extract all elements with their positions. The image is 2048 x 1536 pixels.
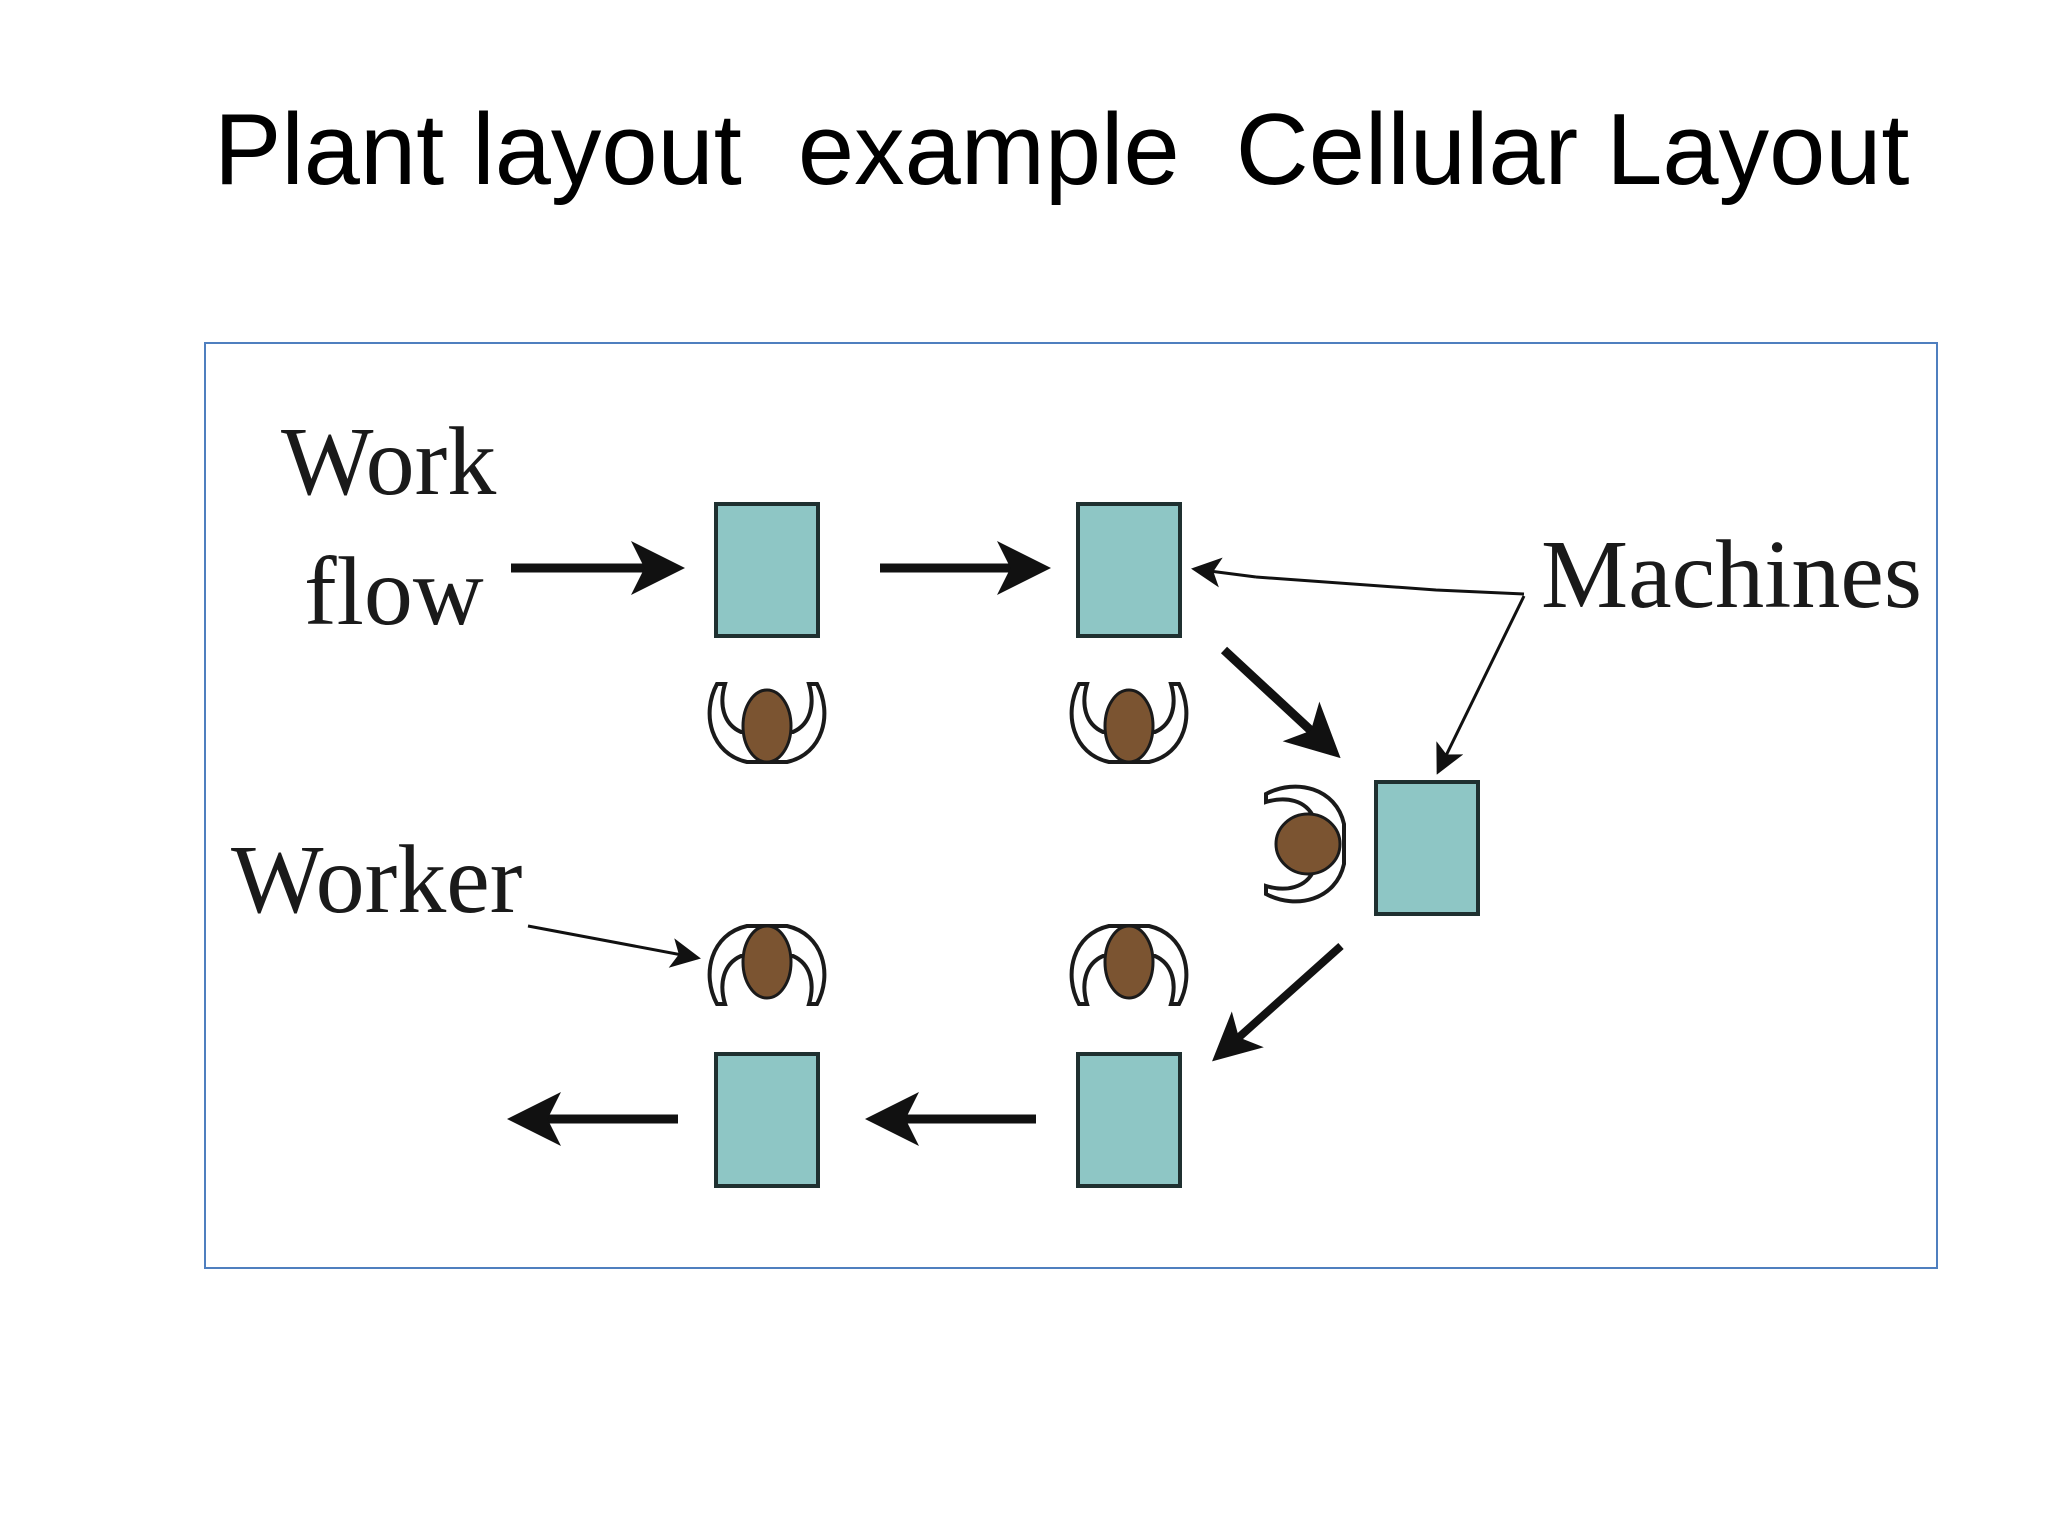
work-flow-label-line2: flow — [304, 538, 484, 646]
flow-arrow-2-to-3 — [1220, 646, 1341, 759]
diagram-frame: Work flow Machines Worker — [204, 342, 1938, 1269]
machines-pointer-arrow-1 — [1191, 557, 1257, 588]
machine-4 — [1076, 1052, 1182, 1188]
machines-pointer-line-1 — [1255, 575, 1525, 596]
worker-3 — [1264, 784, 1346, 904]
slide-title: Plant layout example Cellular Layout — [214, 94, 1910, 206]
machine-3 — [1374, 780, 1480, 916]
worker-4 — [1069, 924, 1189, 1006]
machine-1 — [714, 502, 820, 638]
worker-label: Worker — [231, 826, 522, 934]
machine-5 — [714, 1052, 820, 1188]
worker-5 — [707, 924, 827, 1006]
cellular-layout-diagram: Work flow Machines Worker — [231, 408, 1922, 1188]
flow-arrow-3-to-4 — [1212, 943, 1344, 1062]
worker-1 — [707, 682, 827, 764]
worker-2 — [1069, 682, 1189, 764]
machine-2 — [1076, 502, 1182, 638]
machines-pointer-arrow-2 — [1436, 595, 1526, 775]
worker-pointer-arrow — [527, 924, 701, 968]
machines-label: Machines — [1541, 521, 1922, 629]
work-flow-label-line1: Work — [281, 408, 496, 516]
